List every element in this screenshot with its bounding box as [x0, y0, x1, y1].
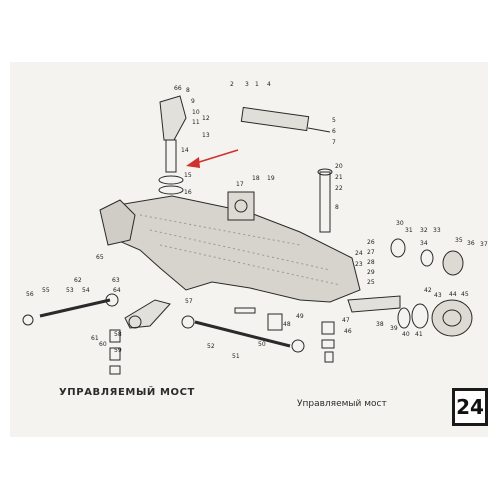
label-14: 14 — [181, 147, 189, 154]
label-28: 28 — [367, 259, 375, 266]
label-23: 23 — [355, 261, 363, 268]
label-51: 51 — [232, 353, 240, 360]
label-17: 17 — [236, 181, 244, 188]
label-53: 53 — [66, 287, 74, 294]
label-65: 65 — [96, 254, 104, 261]
label-36: 36 — [467, 240, 475, 247]
label-2: 2 — [230, 81, 234, 88]
label-25: 25 — [367, 279, 375, 286]
red-arrow — [186, 149, 239, 168]
label-66: 66 — [174, 85, 182, 92]
label-1: 1 — [255, 81, 259, 88]
drag-link — [39, 298, 111, 318]
label-9: 9 — [191, 98, 195, 105]
label-30: 30 — [396, 220, 404, 227]
label-24: 24 — [355, 250, 363, 257]
label-37: 37 — [480, 241, 488, 248]
label-46: 46 — [344, 328, 352, 335]
beam-stipple — [139, 214, 341, 286]
pivot-bracket — [227, 191, 255, 221]
label-58: 58 — [114, 331, 122, 338]
page-title-upper: УПРАВЛЯЕМЫЙ МОСТ — [59, 387, 195, 398]
label-47: 47 — [342, 317, 350, 324]
stub-axle — [347, 295, 401, 313]
label-48: 48 — [283, 321, 291, 328]
steering-cylinder — [240, 106, 310, 132]
label-42: 42 — [424, 287, 432, 294]
label-55: 55 — [42, 287, 50, 294]
label-49: 49 — [296, 313, 304, 320]
label-41: 41 — [415, 331, 423, 338]
label-26: 26 — [367, 239, 375, 246]
label-33: 33 — [433, 227, 441, 234]
label-6: 6 — [332, 128, 336, 135]
label-62: 62 — [74, 277, 82, 284]
label-52: 52 — [207, 343, 215, 350]
label-4: 4 — [267, 81, 271, 88]
label-27: 27 — [367, 249, 375, 256]
label-19: 19 — [267, 175, 275, 182]
label-54: 54 — [82, 287, 90, 294]
label-8b: 8 — [335, 204, 339, 211]
label-16: 16 — [184, 189, 192, 196]
label-15: 15 — [184, 172, 192, 179]
left-knuckle — [99, 199, 136, 246]
label-64: 64 — [113, 287, 121, 294]
label-7: 7 — [332, 139, 336, 146]
label-12: 12 — [202, 115, 210, 122]
label-13: 13 — [202, 132, 210, 139]
hub-cap — [442, 250, 464, 276]
label-3: 3 — [245, 81, 249, 88]
label-60: 60 — [99, 341, 107, 348]
king-pin — [165, 139, 177, 173]
label-31: 31 — [405, 227, 413, 234]
label-21: 21 — [335, 174, 343, 181]
label-39: 39 — [390, 325, 398, 332]
label-63: 63 — [112, 277, 120, 284]
label-56: 56 — [26, 291, 34, 298]
label-45: 45 — [461, 291, 469, 298]
label-22: 22 — [335, 185, 343, 192]
label-35: 35 — [455, 237, 463, 244]
label-32: 32 — [420, 227, 428, 234]
page-number-badge: 24 — [452, 388, 488, 426]
label-57: 57 — [185, 298, 193, 305]
label-40: 40 — [402, 331, 410, 338]
label-59: 59 — [114, 347, 122, 354]
label-5: 5 — [332, 117, 336, 124]
label-34: 34 — [420, 240, 428, 247]
label-43: 43 — [434, 292, 442, 299]
label-50: 50 — [258, 341, 266, 348]
label-61: 61 — [91, 335, 99, 342]
right-pin — [319, 171, 331, 233]
tie-rod — [194, 320, 291, 348]
label-10: 10 — [192, 109, 200, 116]
label-29: 29 — [367, 269, 375, 276]
label-38: 38 — [376, 321, 384, 328]
label-20: 20 — [335, 163, 343, 170]
label-44: 44 — [449, 291, 457, 298]
page-number: 24 — [456, 395, 484, 419]
lower-arm — [124, 299, 171, 329]
label-8: 8 — [186, 87, 190, 94]
label-11: 11 — [192, 119, 200, 126]
label-18: 18 — [252, 175, 260, 182]
steering-arm — [159, 95, 187, 141]
wheel-hub — [431, 299, 473, 337]
page-title-lower: Управляемый мост — [297, 399, 387, 409]
